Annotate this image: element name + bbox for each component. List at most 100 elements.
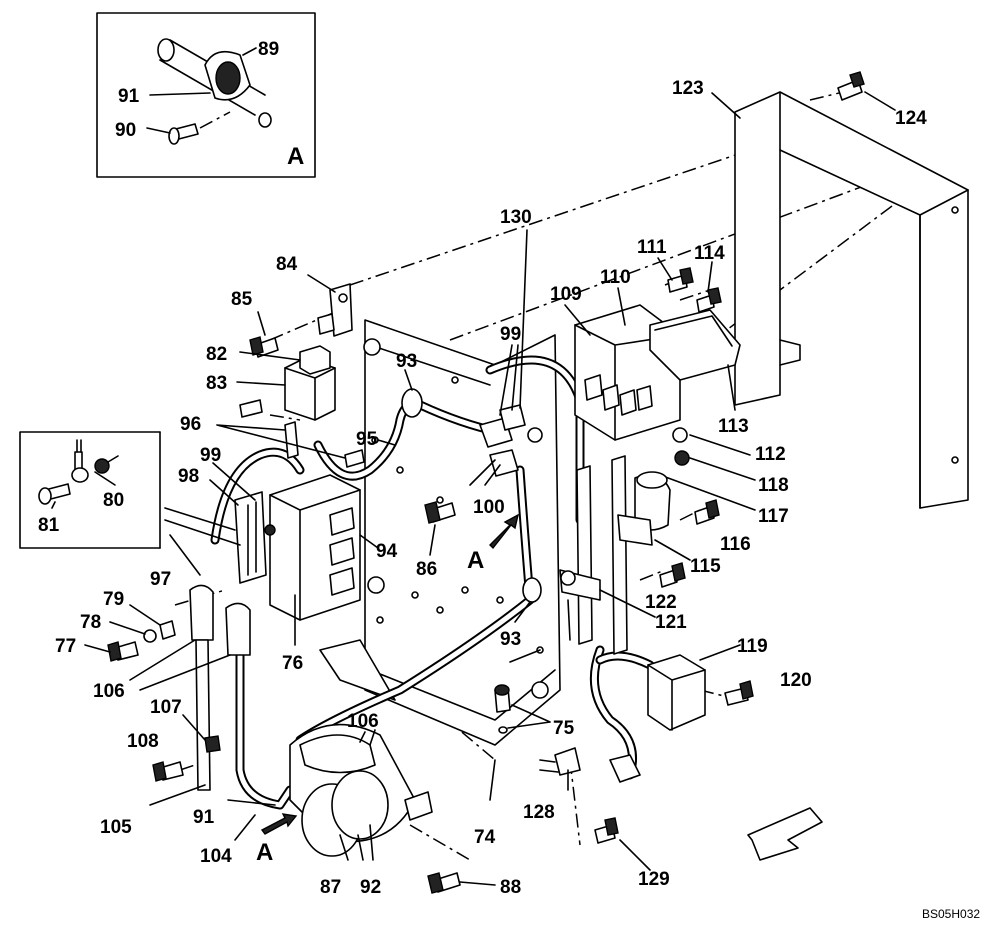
inset-dash (199, 111, 231, 129)
panel-bracket (319, 639, 396, 701)
label-94: 94 (376, 541, 398, 562)
label-110: 110 (600, 267, 631, 288)
label-129: 129 (638, 869, 670, 890)
relay-block-2 (602, 384, 620, 411)
cover-edges (779, 91, 969, 509)
dash-124 (809, 87, 861, 101)
leader-92 (357, 824, 374, 861)
label-83: 83 (206, 373, 227, 394)
label-122: 122 (645, 592, 677, 613)
label-89: 89 (258, 39, 279, 60)
leader-93b (514, 601, 531, 623)
panel-nut-2 (367, 576, 385, 594)
leader-104 (234, 814, 256, 841)
leader-90 (146, 127, 171, 134)
label-120: 120 (780, 670, 812, 691)
washer-78 (143, 629, 157, 643)
grommet-93-upper (401, 388, 423, 418)
label-82: 82 (206, 344, 227, 365)
dash-79 (174, 589, 226, 606)
connector-130-nut (527, 427, 543, 443)
label-92: 92 (360, 877, 381, 898)
label-106b: 106 (347, 711, 379, 732)
label-106a: 106 (93, 681, 125, 702)
label-85: 85 (231, 289, 253, 310)
leader-96 (216, 424, 346, 459)
bolt-96-left (239, 399, 263, 418)
leader-74 (489, 759, 496, 801)
leader-inset-lines (164, 507, 241, 576)
inset2-washer (71, 467, 89, 483)
leader-123 (711, 92, 741, 119)
nut-112 (672, 427, 688, 443)
leader-85 (257, 311, 266, 336)
leader-114 (707, 261, 713, 293)
inset2-bolt-head (38, 487, 52, 505)
bracket-115 (617, 514, 653, 546)
dash-88 (409, 824, 471, 861)
leader-130 (519, 229, 528, 409)
leader-87 (339, 834, 349, 861)
figure-code: BS05H032 (922, 907, 980, 921)
label-86: 86 (416, 559, 437, 580)
label-113: 113 (718, 416, 749, 437)
label-75: 75 (553, 718, 575, 739)
horn-119 (609, 644, 754, 783)
bolt-85-head (249, 336, 264, 356)
leader-106a (129, 639, 231, 691)
view-letter-inset: A (287, 143, 304, 170)
rod-bracket-121 (567, 599, 571, 641)
leader-91a (149, 92, 211, 96)
bolt-96-right (344, 449, 365, 468)
inset-pipe-end-2 (258, 112, 272, 128)
inset-view-a (96, 12, 316, 178)
leader-115 (654, 539, 691, 561)
bracket-84-hole (338, 293, 348, 303)
horn-119-body (647, 654, 706, 731)
label-109: 109 (550, 284, 582, 305)
controller-109-110 (564, 257, 756, 511)
leader-98 (209, 479, 239, 506)
leader-105 (149, 784, 206, 806)
clip-128-prongs (539, 759, 559, 773)
inset-pipe-end (157, 38, 175, 62)
bolt-116-head (705, 499, 720, 519)
leader-75 (507, 704, 551, 729)
label-99a: 99 (500, 324, 521, 345)
bolt-124-head (849, 71, 865, 88)
bolt-120-head (739, 680, 754, 700)
label-81: 81 (38, 515, 60, 536)
label-128: 128 (523, 802, 555, 823)
dash-116 (679, 509, 701, 521)
bolt-88-head (427, 872, 444, 894)
bolt-86-head (424, 501, 441, 524)
inset-view-80-81 (19, 431, 161, 549)
label-117: 117 (758, 506, 789, 527)
boot-106-left (189, 584, 214, 641)
label-114: 114 (694, 243, 725, 264)
cover-hole-2 (951, 456, 959, 464)
leader-124 (864, 91, 896, 111)
cable-105 (195, 639, 211, 791)
leader-79 (129, 604, 161, 626)
leader-106b (359, 729, 376, 746)
fuse-3 (329, 567, 355, 596)
view-arrows (260, 513, 823, 861)
label-100: 100 (473, 497, 505, 518)
label-108: 108 (127, 731, 159, 752)
label-119: 119 (737, 636, 768, 657)
label-107: 107 (150, 697, 182, 718)
relay-block-4 (636, 385, 653, 411)
dash-panel-123 (449, 179, 881, 341)
connector-119 (609, 754, 641, 783)
rod-right (611, 455, 628, 655)
cover-hole (951, 206, 959, 214)
leader-112 (689, 434, 751, 456)
leader-84 (307, 274, 336, 293)
label-111: 111 (637, 237, 667, 258)
leader-81 (51, 501, 56, 509)
panel-body (364, 319, 561, 746)
inset-clamp-ring (215, 61, 241, 95)
